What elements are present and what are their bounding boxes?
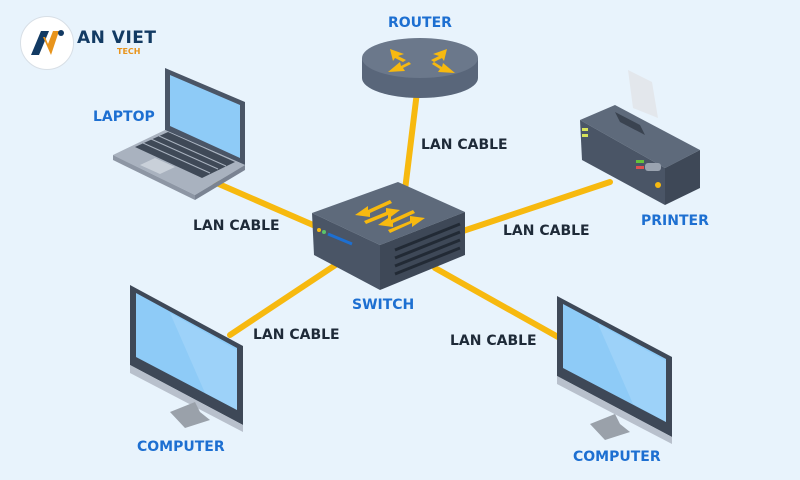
laptop-label: LAPTOP bbox=[93, 109, 155, 125]
cable-label-computer-left: LAN CABLE bbox=[253, 327, 340, 343]
cable-printer bbox=[457, 179, 613, 235]
printer-icon bbox=[580, 70, 700, 205]
cable-label-router: LAN CABLE bbox=[421, 137, 508, 153]
an-viet-logo-icon bbox=[31, 30, 64, 55]
cable-computer-right bbox=[432, 265, 561, 340]
switch-icon bbox=[312, 182, 465, 290]
switch-label: SWITCH bbox=[352, 297, 415, 313]
cables bbox=[202, 89, 613, 340]
cable-computer-left bbox=[227, 259, 343, 338]
router-label: ROUTER bbox=[388, 15, 452, 31]
computer-right-label: COMPUTER bbox=[573, 449, 661, 465]
cable-laptop bbox=[202, 175, 323, 231]
brand-name: AN VIET bbox=[77, 28, 157, 48]
printer-label: PRINTER bbox=[641, 213, 709, 229]
computer-left-label: COMPUTER bbox=[137, 439, 225, 455]
brand-sub: TECH bbox=[117, 47, 141, 56]
router-icon bbox=[362, 38, 478, 98]
cable-label-printer: LAN CABLE bbox=[503, 223, 590, 239]
cable-label-computer-right: LAN CABLE bbox=[450, 333, 537, 349]
cable-label-laptop: LAN CABLE bbox=[193, 218, 280, 234]
monitor-icon-right bbox=[557, 296, 672, 444]
laptop-icon bbox=[113, 68, 245, 200]
cable-router bbox=[402, 89, 420, 193]
brand-logo bbox=[20, 16, 74, 70]
monitor-icon-left bbox=[130, 285, 243, 432]
